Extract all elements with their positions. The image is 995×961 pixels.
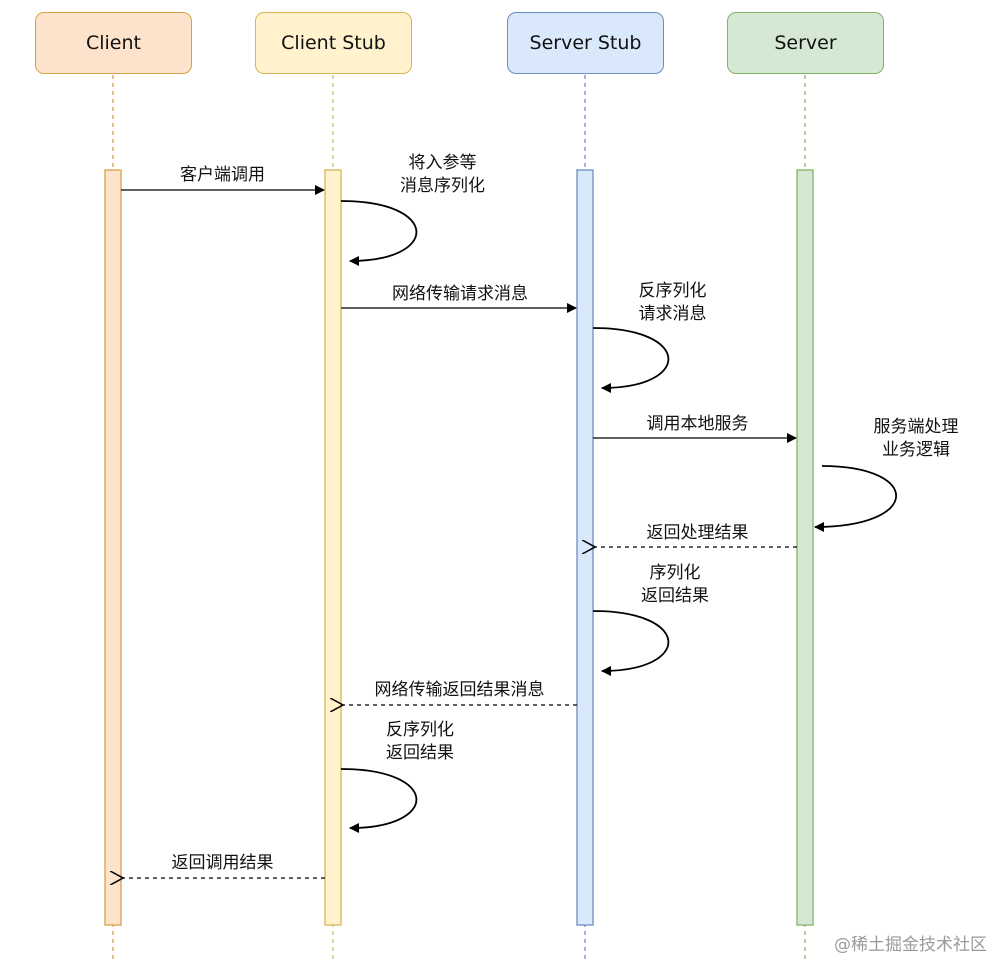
label-self-serialize-line2: 消息序列化 <box>400 176 485 196</box>
participant-client: Client <box>35 12 192 74</box>
label-self-deserialize-result-line1: 反序列化 <box>386 720 454 740</box>
label-self-serialize-result: 序列化 返回结果 <box>620 562 730 608</box>
participant-server-label: Server <box>774 32 837 54</box>
activation-client-stub <box>324 169 342 926</box>
label-self-deserialize-result: 反序列化 返回结果 <box>365 719 475 765</box>
participant-client-stub: Client Stub <box>255 12 412 74</box>
participant-client-stub-label: Client Stub <box>281 32 386 54</box>
label-self-serialize-result-line2: 返回结果 <box>641 586 709 606</box>
label-self-deserialize-result-line2: 返回结果 <box>386 743 454 763</box>
label-self-server-process: 服务端处理 业务逻辑 <box>855 416 977 462</box>
label-self-server-process-line2: 业务逻辑 <box>882 440 950 460</box>
self-loop-deserialize-request <box>592 327 670 393</box>
participant-server-stub-label: Server Stub <box>529 32 642 54</box>
self-loop-serialize <box>340 200 418 266</box>
label-self-deserialize-request: 反序列化 请求消息 <box>615 280 730 326</box>
label-return-call-result: 返回调用结果 <box>171 853 274 873</box>
label-return-process-result: 返回处理结果 <box>646 523 749 543</box>
label-self-server-process-line1: 服务端处理 <box>873 417 959 437</box>
activation-client <box>104 169 122 926</box>
participant-client-label: Client <box>85 32 141 54</box>
label-self-serialize-result-line1: 序列化 <box>649 563 701 583</box>
label-call-local-service: 调用本地服务 <box>646 414 749 434</box>
self-loop-deserialize-result <box>340 768 418 833</box>
participant-server-stub: Server Stub <box>507 12 664 74</box>
activation-server-stub <box>576 169 594 926</box>
activation-server <box>796 169 814 926</box>
label-client-call: 客户端调用 <box>180 165 265 185</box>
watermark: @稀土掘金技术社区 <box>834 935 987 955</box>
self-loop-serialize-result <box>592 610 670 676</box>
self-loop-server-process <box>814 465 897 532</box>
label-network-request: 网络传输请求消息 <box>392 284 528 304</box>
participant-server: Server <box>727 12 884 74</box>
label-network-return: 网络传输返回结果消息 <box>374 680 545 700</box>
label-self-deserialize-request-line1: 反序列化 <box>638 281 707 301</box>
label-self-serialize: 将入参等 消息序列化 <box>380 152 505 198</box>
label-self-serialize-line1: 将入参等 <box>408 153 477 173</box>
label-self-deserialize-request-line2: 请求消息 <box>638 304 707 324</box>
